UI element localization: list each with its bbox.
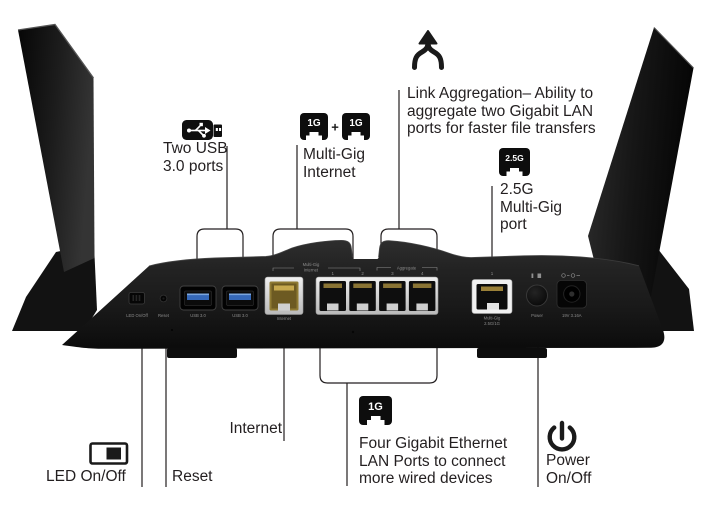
internet-callout-label: Internet: [229, 420, 282, 437]
multi-gig-internet-callout-label: Multi-Gig Internet: [303, 146, 366, 181]
plus-sign: +: [331, 120, 339, 135]
lan4-number: 4: [421, 271, 424, 276]
usb-callout-label: Two USB 3.0 ports: [163, 140, 228, 175]
multigig-bracket-label-2: Internet: [304, 268, 319, 273]
lan-port-2: [349, 281, 376, 311]
usb-icon: [182, 120, 222, 140]
port-2-5g-label-2: 2.5G/1G: [484, 321, 500, 326]
left-antenna: [18, 24, 95, 272]
router-device: [12, 23, 694, 358]
dc-jack-label: 19V 3.16A: [562, 313, 582, 318]
led-callout-label: LED On/Off: [46, 468, 126, 485]
aggregate-bracket-label: Aggregate: [397, 266, 417, 271]
gigabit-lan-badge-icon: 1G: [359, 396, 392, 425]
screw-hole: [351, 330, 355, 334]
internet-port-label: Internet: [277, 316, 292, 321]
multi-gig-2-5g-badge-icon: 2.5G: [499, 148, 530, 176]
usb2-label: USB 3.0: [232, 313, 248, 318]
aggregate-bracket-line: [376, 267, 438, 271]
lan3-number: 3: [391, 271, 394, 276]
power-button-label: Power: [531, 313, 543, 318]
svg-text:1G: 1G: [368, 401, 383, 413]
usb-port-2: [221, 285, 259, 311]
multi-gig-2-5g-port: [471, 279, 513, 314]
lan-port-3: [379, 281, 406, 311]
led-switch-label: LED On/Off: [126, 313, 148, 318]
led-switch: [128, 292, 145, 305]
lan-port-block: [315, 276, 439, 315]
svg-text:1G: 1G: [349, 118, 363, 129]
link-aggregation-callout-label: Link Aggregation– Ability to aggregate t…: [407, 85, 596, 137]
multigig-bracket-line: [272, 267, 361, 271]
device-labels: LED On/Off Reset USB 3.0 USB 3.0 Interne…: [126, 262, 582, 326]
polarity-icon: [561, 273, 580, 278]
reset-label: Reset: [158, 313, 170, 318]
power-on-mark: [531, 273, 534, 278]
screw-hole: [170, 328, 174, 332]
device-bracket-lines: [272, 267, 438, 271]
port-2-5g-number: 1: [491, 271, 494, 276]
lan-port-4: [408, 281, 436, 311]
usb-callout-bracket: [196, 146, 244, 311]
multi-gig-port-callout-label: 2.5G Multi-Gig port: [500, 181, 563, 233]
svg-text:1G: 1G: [307, 118, 321, 129]
lan2-number: 2: [361, 271, 364, 276]
multigig-bracket-label-1: Multi-Gig: [303, 262, 320, 267]
right-foot: [477, 348, 547, 358]
gigabit-badge-1-icon: 1G: [300, 113, 328, 140]
power-off-mark: [537, 273, 542, 278]
dc-power-jack: [556, 273, 587, 309]
link-aggregation-icon: [412, 30, 444, 70]
link-aggregation-callout-bracket: [380, 90, 438, 311]
body-top-edge-highlight: [148, 239, 640, 267]
left-antenna-highlight: [17, 23, 95, 79]
right-antenna: [588, 27, 694, 307]
lan1-number: 1: [332, 271, 335, 276]
svg-text:2.5G: 2.5G: [505, 153, 524, 163]
reset-button: [159, 294, 168, 303]
lan-callout-label: Four Gigabit Ethernet LAN Ports to conne…: [359, 435, 508, 487]
lan-callout-bracket: [319, 314, 438, 486]
lan-port-1: [319, 281, 346, 311]
internet-port: [264, 276, 304, 315]
multi-gig-internet-callout-bracket: [272, 145, 354, 311]
reset-callout-label: Reset: [172, 468, 213, 485]
left-foot: [167, 348, 237, 358]
led-switch-icon: [89, 442, 129, 465]
power-icon: [547, 420, 577, 452]
gigabit-badge-2-icon: 1G: [342, 113, 370, 140]
power-button: [526, 273, 548, 307]
usb1-label: USB 3.0: [190, 313, 206, 318]
usb-port-1: [179, 285, 217, 311]
power-callout-label: Power On/Off: [546, 452, 592, 487]
port-2-5g-label-1: Multi-Gig: [484, 316, 501, 321]
right-antenna-highlight: [653, 27, 694, 69]
